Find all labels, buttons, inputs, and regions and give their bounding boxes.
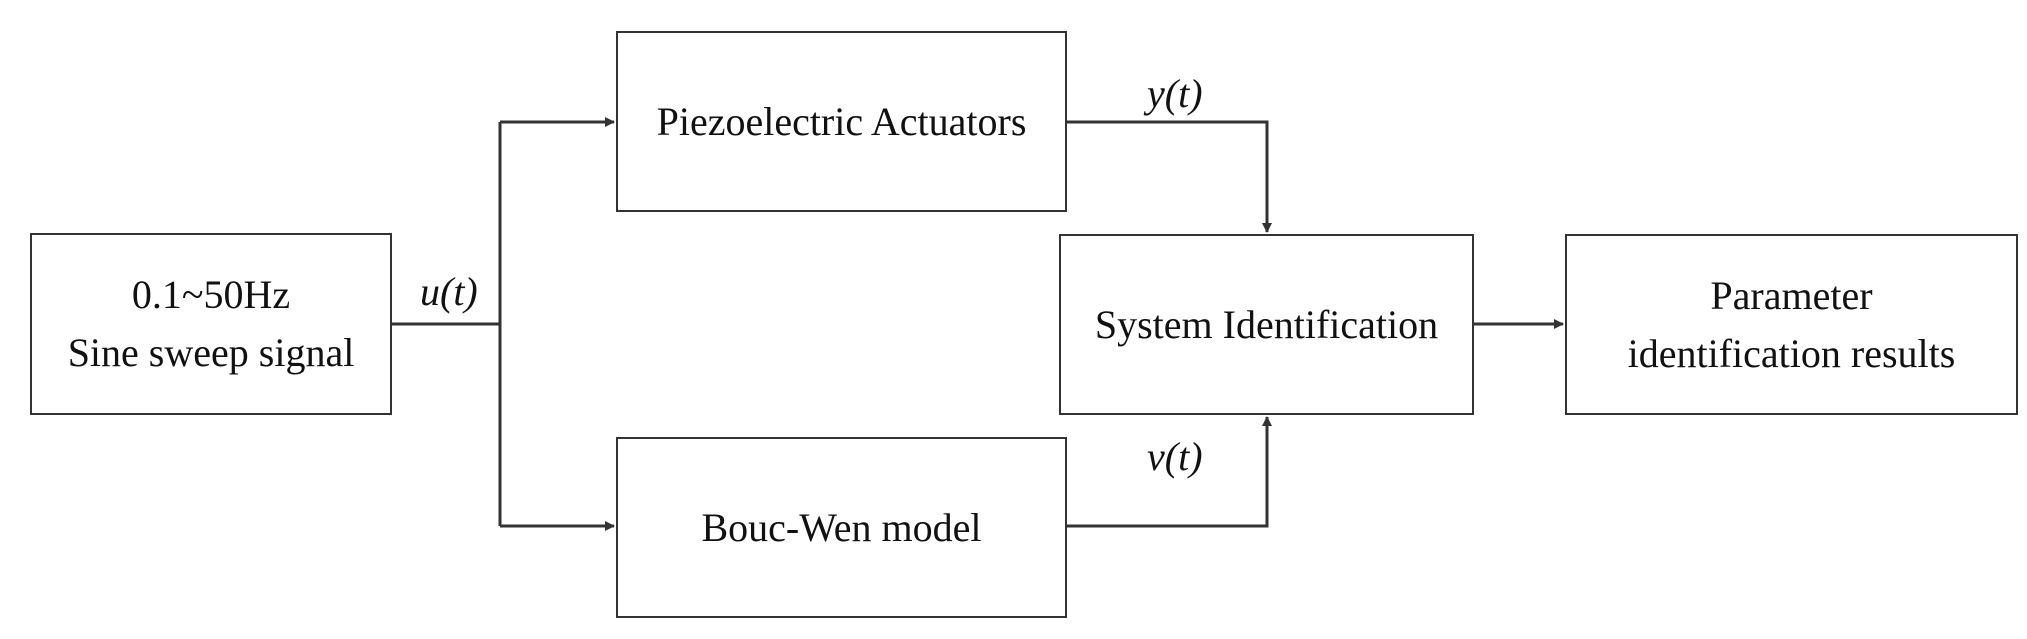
- source-block: 0.1~50Hz Sine sweep signal: [30, 233, 392, 415]
- piezo-actuators-block: Piezoelectric Actuators: [616, 31, 1067, 212]
- system-identification-block: System Identification: [1059, 234, 1474, 415]
- source-signal-label: Sine sweep signal: [67, 330, 355, 375]
- arrow-piezo-to-sysid: [1067, 120, 1272, 233]
- source-frequency-label: 0.1~50Hz: [131, 272, 291, 317]
- arrow-boucwen-to-sysid: [1067, 416, 1272, 528]
- model-output-label: v(t): [1147, 434, 1203, 479]
- results-block: Parameter identification results: [1565, 234, 2018, 415]
- piezo-actuators-label: Piezoelectric Actuators: [656, 98, 1027, 144]
- input-signal-label: u(t): [420, 269, 478, 314]
- results-line1-label: Parameter: [1710, 272, 1873, 318]
- results-line2-label: identification results: [1627, 330, 1956, 376]
- bouc-wen-label: Bouc-Wen model: [701, 504, 982, 550]
- measured-output-label: y(t): [1147, 71, 1203, 116]
- bouc-wen-block: Bouc-Wen model: [616, 437, 1067, 618]
- system-identification-label: System Identification: [1094, 301, 1439, 347]
